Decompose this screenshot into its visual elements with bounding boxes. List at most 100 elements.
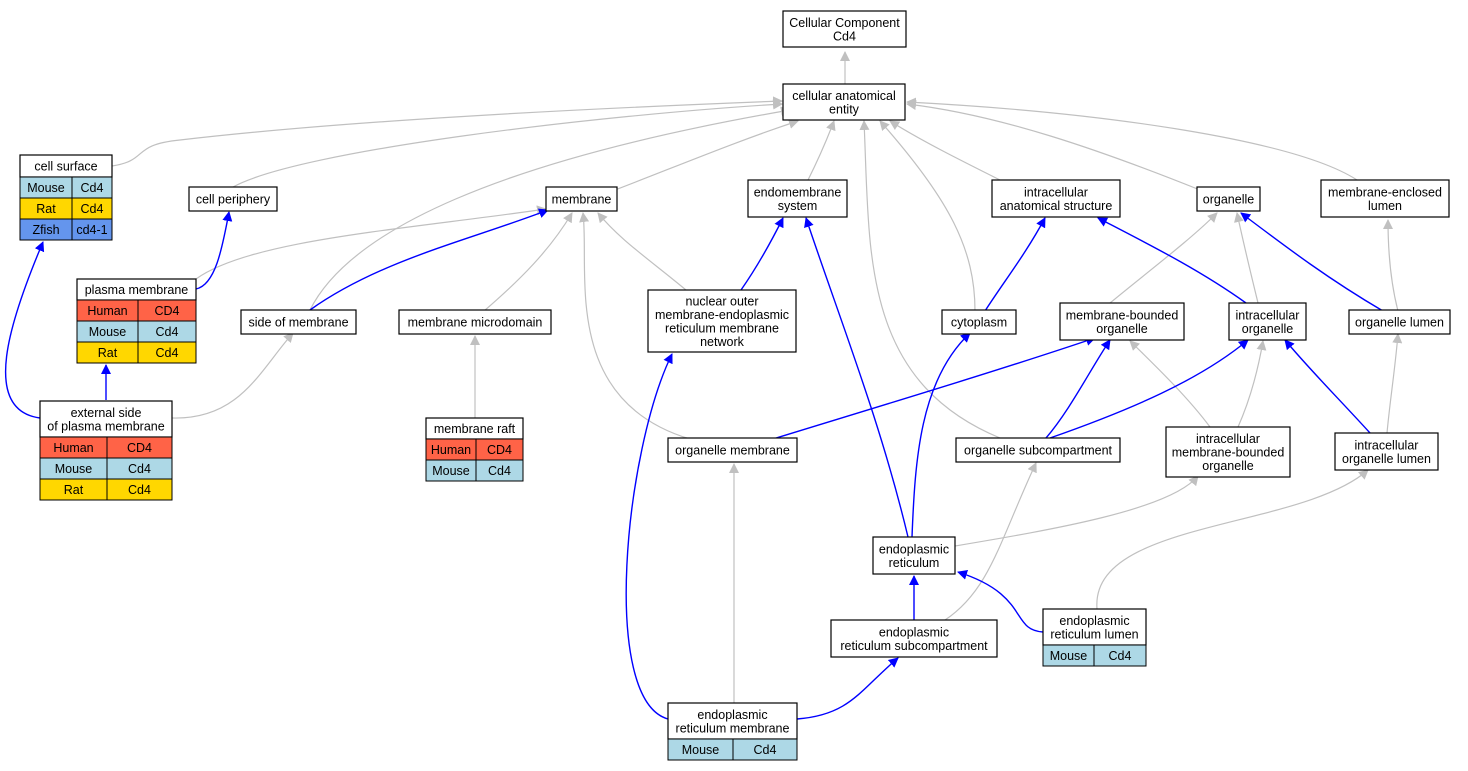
node-mel-label-0: membrane-enclosed bbox=[1328, 185, 1442, 199]
node-mr-cell-1-1 bbox=[475, 459, 524, 482]
edge-erl-iol bbox=[1096, 469, 1369, 610]
edge-osc-cae bbox=[859, 120, 1001, 439]
gene-symbol: Cd4 bbox=[156, 346, 179, 360]
species-name: Rat bbox=[64, 483, 84, 497]
node-cp[interactable]: cell periphery bbox=[188, 186, 278, 212]
node-cc-label-0: Cellular Component bbox=[789, 16, 900, 30]
species-name: Zfish bbox=[32, 223, 59, 237]
node-pm-cell-2-1 bbox=[137, 341, 197, 364]
node-mel-label-1: lumen bbox=[1368, 199, 1402, 213]
node-erl-label-0: endoplasmic bbox=[1059, 614, 1129, 628]
node-nom-label-1: membrane-endoplasmic bbox=[655, 308, 789, 322]
node-om-box bbox=[667, 437, 798, 463]
edge-ersc-osc bbox=[944, 462, 1037, 621]
species-name: Mouse bbox=[27, 181, 65, 195]
species-name: Mouse bbox=[55, 462, 93, 476]
node-erm-label-1: reticulum membrane bbox=[676, 721, 790, 735]
node-imbo-box bbox=[1165, 426, 1291, 478]
node-mem[interactable]: membrane bbox=[545, 186, 618, 212]
edge-erm-nom bbox=[625, 353, 673, 720]
edge-mel-cae bbox=[906, 97, 1361, 183]
edge-org-cae bbox=[906, 100, 1201, 191]
gene-symbol: Cd4 bbox=[128, 483, 151, 497]
node-er-label-0: endoplasmic bbox=[879, 542, 949, 556]
node-ol[interactable]: organelle lumen bbox=[1348, 309, 1451, 335]
gene-symbol: Cd4 bbox=[156, 325, 179, 339]
node-cyt-box bbox=[941, 309, 1017, 335]
node-ersc-box bbox=[830, 619, 998, 658]
node-ias-label-1: anatomical structure bbox=[1000, 199, 1113, 213]
node-om[interactable]: organelle membrane bbox=[667, 437, 798, 463]
node-osc-label-0: organelle subcompartment bbox=[964, 444, 1113, 458]
edge-er-imbo bbox=[954, 475, 1199, 547]
node-org-label-0: organelle bbox=[1203, 193, 1254, 207]
node-erm-box bbox=[667, 702, 798, 740]
node-nom-label-0: nuclear outer bbox=[686, 294, 759, 308]
edge-erm-ersc bbox=[796, 657, 899, 720]
node-osc[interactable]: organelle subcompartment bbox=[955, 437, 1121, 463]
node-org[interactable]: organelle bbox=[1196, 186, 1261, 212]
node-mem-label-0: membrane bbox=[552, 193, 612, 207]
node-ias-box bbox=[991, 179, 1121, 218]
node-mmd-box bbox=[398, 309, 552, 335]
gene-symbol: Cd4 bbox=[754, 743, 777, 757]
node-nom[interactable]: nuclear outermembrane-endoplasmicreticul… bbox=[647, 289, 797, 353]
node-io-label-1: organelle bbox=[1242, 322, 1293, 336]
node-mmd[interactable]: membrane microdomain bbox=[398, 309, 552, 335]
gene-symbol: CD4 bbox=[487, 443, 512, 457]
node-cyt[interactable]: cytoplasm bbox=[941, 309, 1017, 335]
node-som-box bbox=[240, 309, 357, 335]
node-ems-label-1: system bbox=[778, 199, 818, 213]
gene-symbol: cd4-1 bbox=[76, 223, 107, 237]
node-cp-label-0: cell periphery bbox=[196, 193, 271, 207]
node-ol-box bbox=[1348, 309, 1451, 335]
node-cae-label-1: entity bbox=[829, 102, 860, 116]
node-som-label-0: side of membrane bbox=[248, 316, 348, 330]
node-som[interactable]: side of membrane bbox=[240, 309, 357, 335]
edge-iol-ol bbox=[1386, 333, 1403, 434]
gene-symbol: Cd4 bbox=[81, 181, 104, 195]
node-osc-box bbox=[955, 437, 1121, 463]
edge-som-cae bbox=[309, 106, 791, 311]
edge-iol-io bbox=[1284, 339, 1371, 434]
node-iol-box bbox=[1334, 432, 1439, 471]
edge-pm-mem bbox=[195, 205, 547, 280]
node-pm-label-0: plasma membrane bbox=[85, 283, 189, 297]
edge-nom-mem bbox=[597, 212, 687, 291]
node-iol-label-1: organelle lumen bbox=[1342, 452, 1431, 466]
species-name: Human bbox=[431, 443, 471, 457]
edge-cp-cae bbox=[232, 99, 783, 188]
node-io-label-0: intracellular bbox=[1236, 308, 1300, 322]
node-mmd-label-0: membrane microdomain bbox=[408, 316, 543, 330]
node-espm-label-1: of plasma membrane bbox=[47, 419, 164, 433]
node-nom-box bbox=[647, 289, 797, 353]
edge-imbo-io bbox=[1237, 340, 1267, 428]
edge-erl-er bbox=[957, 569, 1044, 633]
node-espm-label-0: external side bbox=[71, 406, 142, 420]
species-name: Rat bbox=[36, 202, 56, 216]
edge-om-mbo bbox=[772, 336, 1096, 440]
edge-cyt-cae bbox=[879, 120, 976, 312]
edge-pm-cp bbox=[195, 211, 233, 290]
edge-mbo-org bbox=[1109, 212, 1218, 304]
species-name: Human bbox=[87, 304, 127, 318]
node-mr-label-0: membrane raft bbox=[434, 422, 516, 436]
